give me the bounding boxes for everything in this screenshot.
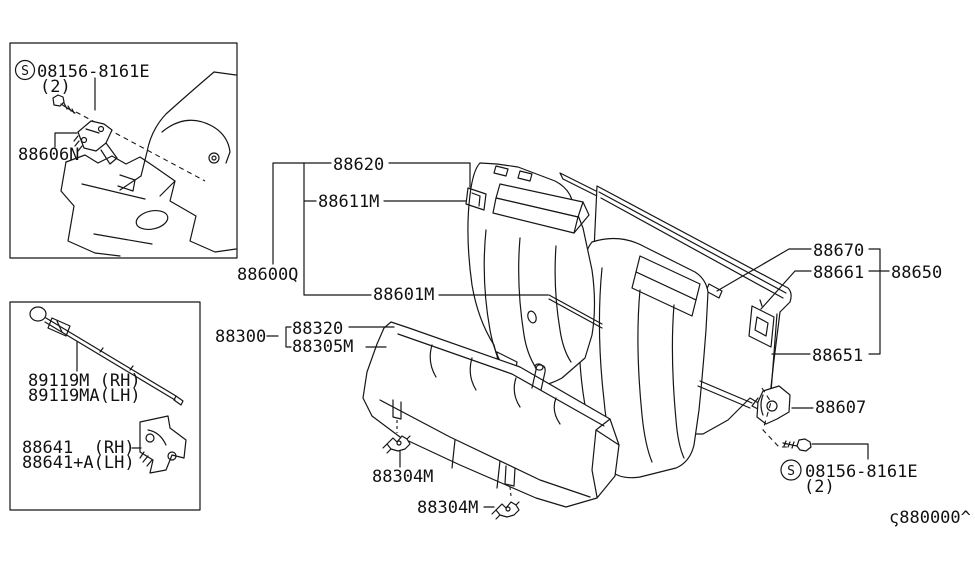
s-symbol: S bbox=[21, 64, 29, 79]
label-88305m: 88305M bbox=[292, 337, 353, 357]
hinge-bar bbox=[548, 294, 603, 329]
pan-seam bbox=[119, 175, 176, 197]
label-88600q: 88600Q bbox=[237, 265, 298, 285]
seam-line bbox=[637, 289, 653, 463]
seam-line bbox=[554, 245, 572, 363]
belt-stalk bbox=[534, 363, 544, 371]
label-screw-part-2: 08156-8161E bbox=[805, 462, 918, 482]
label-88661: 88661 bbox=[813, 263, 864, 283]
striker-88641 bbox=[139, 415, 187, 474]
s-symbol-circle bbox=[780, 459, 802, 481]
label-88651: 88651 bbox=[812, 346, 863, 366]
label-88300: 88300 bbox=[215, 327, 266, 347]
screw-axis-dashed bbox=[75, 111, 206, 182]
inset-border bbox=[9, 42, 238, 259]
label-88601m: 88601M bbox=[373, 285, 434, 305]
pan-edge bbox=[65, 154, 237, 253]
hook-tab bbox=[392, 399, 402, 420]
leader-88606n bbox=[54, 132, 78, 148]
left-seatback bbox=[465, 162, 603, 387]
board-latch bbox=[748, 299, 775, 348]
screw-icon bbox=[52, 94, 76, 114]
nut-icon bbox=[211, 155, 217, 161]
figure-code: ς880000^ bbox=[889, 508, 971, 528]
s-symbol-circle bbox=[14, 59, 36, 81]
screw-icon bbox=[782, 438, 812, 452]
pan-seam bbox=[81, 174, 153, 245]
label-rod-lh: 89119MA(LH) bbox=[28, 386, 141, 406]
label-screw-qty: (2) bbox=[40, 77, 71, 97]
seam-line bbox=[518, 237, 537, 369]
label-striker-lh: 88641+A(LH) bbox=[22, 453, 135, 473]
seam-line bbox=[671, 304, 685, 459]
label-88304m-left: 88304M bbox=[372, 467, 433, 487]
label-88611m: 88611M bbox=[318, 192, 379, 212]
label-screw-part: 08156-8161E bbox=[37, 62, 150, 82]
leader-lines bbox=[266, 162, 890, 508]
label-striker-rh: 88641 (RH) bbox=[22, 438, 135, 458]
seam-line bbox=[397, 333, 605, 427]
seam-line bbox=[429, 344, 561, 425]
clip-icon bbox=[491, 501, 520, 520]
seat-cushion bbox=[362, 321, 620, 508]
label-88320: 88320 bbox=[292, 319, 343, 339]
body-contour bbox=[140, 71, 237, 177]
inset-lock-rod: 89119M (RH) 89119MA(LH) 88641 (RH) 88641… bbox=[9, 301, 201, 511]
label-88304m-right: 88304M bbox=[417, 498, 478, 518]
hook-dashed bbox=[509, 486, 512, 497]
clip-icon bbox=[382, 435, 411, 454]
lock-striker bbox=[465, 187, 487, 211]
rod-89119m bbox=[29, 306, 184, 406]
foot-hole bbox=[527, 310, 537, 324]
label-88670: 88670 bbox=[813, 241, 864, 261]
bracket-88607 bbox=[756, 385, 791, 425]
wheel-arch bbox=[161, 119, 231, 164]
seam-line bbox=[451, 439, 501, 489]
label-88620: 88620 bbox=[333, 155, 384, 175]
label-88606n: 88606N bbox=[18, 145, 79, 165]
pan-hole bbox=[135, 209, 169, 231]
label-88607: 88607 bbox=[815, 398, 866, 418]
s-symbol: S bbox=[787, 464, 795, 479]
nut-icon bbox=[208, 152, 220, 164]
inset-floor-bracket: S 08156-8161E (2) 88606N bbox=[9, 42, 238, 259]
seam-line bbox=[379, 399, 591, 498]
headrest-slot bbox=[493, 165, 533, 182]
hook-tab bbox=[504, 465, 516, 487]
label-screw-qty-2: (2) bbox=[804, 477, 835, 497]
bracket-88606n bbox=[73, 120, 118, 165]
inset-border bbox=[9, 301, 201, 511]
label-rod-rh: 89119M (RH) bbox=[28, 371, 141, 391]
bracket-dashed bbox=[761, 387, 791, 448]
label-88650: 88650 bbox=[891, 263, 942, 283]
pan-edge bbox=[60, 161, 121, 257]
right-bolster bbox=[631, 271, 697, 317]
